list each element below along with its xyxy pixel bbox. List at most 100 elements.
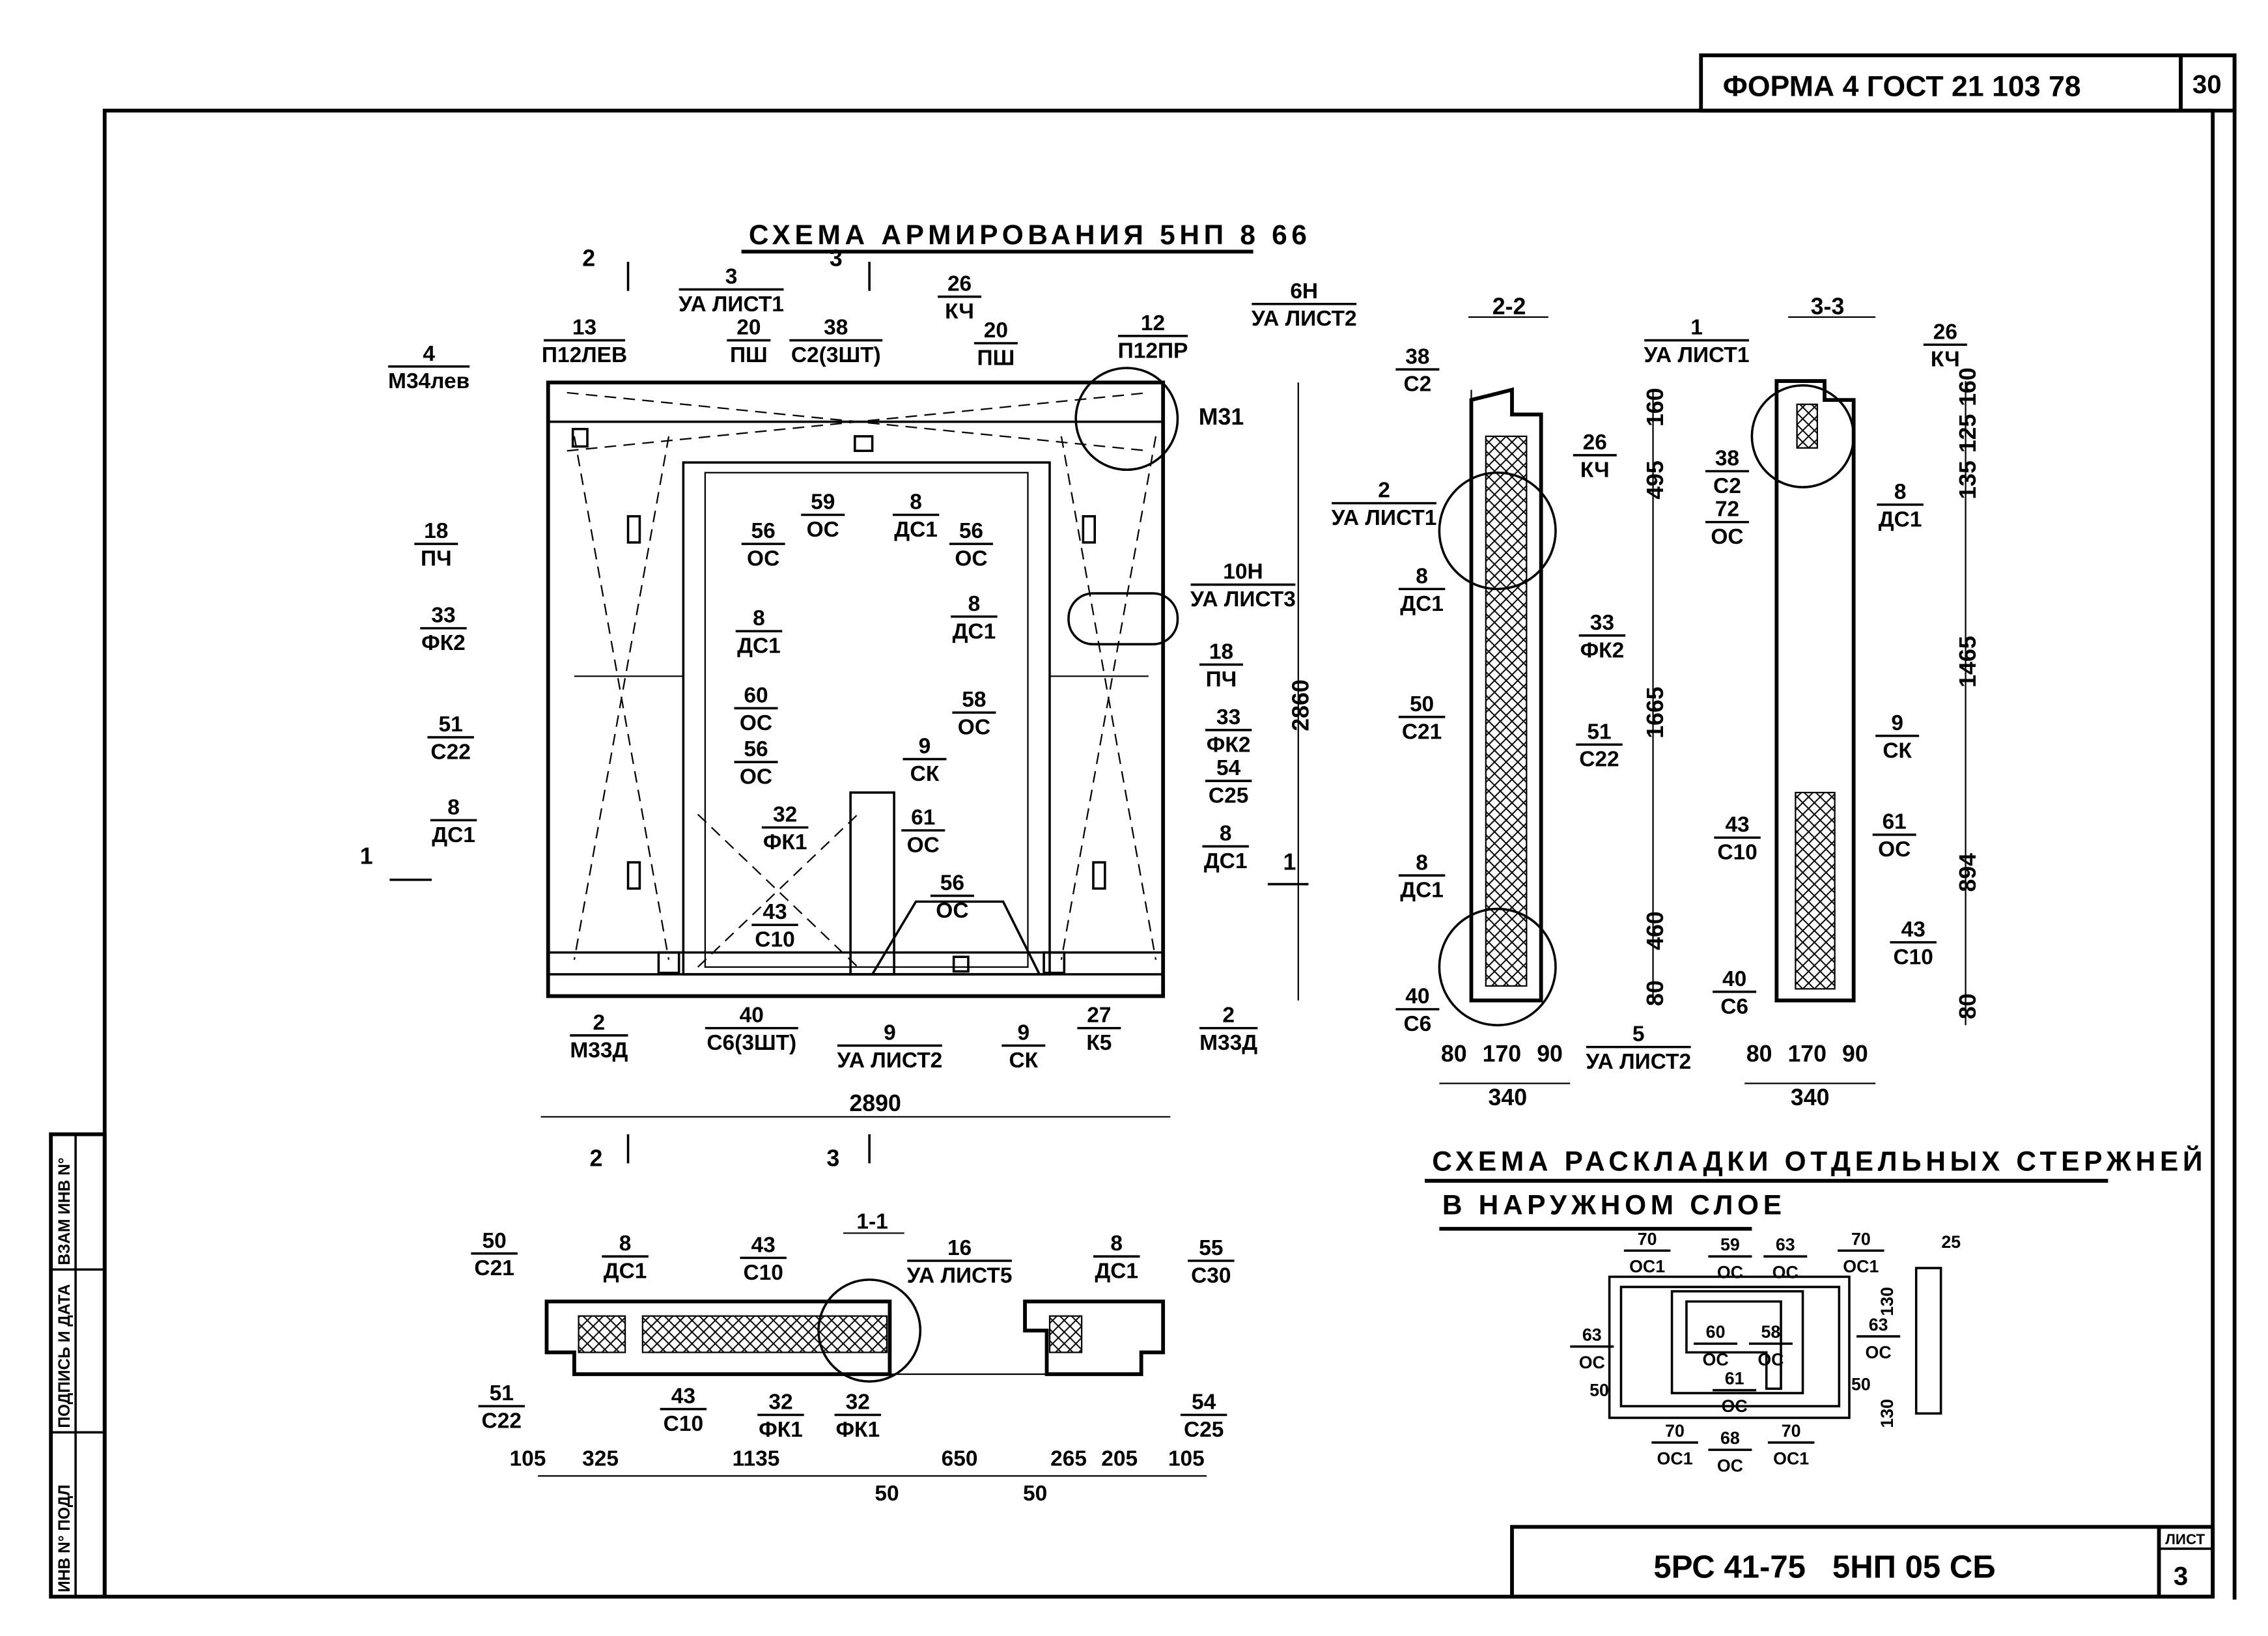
stamp-signature-date: ПОДПИСЬ И ДАТА <box>56 1284 74 1428</box>
form-standard: ФОРМА 4 ГОСТ 21 103 78 <box>1723 70 2081 102</box>
callout-mark-code: ФК1 <box>835 1418 880 1442</box>
callout-mark-code: С2 <box>1713 474 1741 498</box>
callout-position-number: 8 <box>968 592 981 616</box>
callout-position-number: 8 <box>1894 480 1907 504</box>
callout-mark-code: ДС1 <box>604 1260 647 1284</box>
callout-mark-code: ДС1 <box>1400 592 1444 616</box>
dimension-text: 650 <box>942 1447 978 1471</box>
dimension-text: 80 <box>1955 993 1981 1019</box>
callout-position-number: 70 <box>1638 1229 1657 1248</box>
stamp-replaces-inv: ВЗАМ ИНВ N° <box>56 1157 74 1265</box>
callout-position-number: 38 <box>824 316 848 340</box>
callout-mark-code: УА ЛИСТ1 <box>679 292 784 317</box>
main-view-title: СХЕМА АРМИРОВАНИЯ 5НП 8 66 <box>749 219 1311 250</box>
callout-mark-code: ОС <box>1757 1350 1784 1370</box>
callout-label: 5УА ЛИСТ2 <box>1586 1022 1691 1074</box>
callout-mark-code: ФК2 <box>1207 733 1251 757</box>
callout-position-number: 16 <box>947 1236 972 1260</box>
callout-mark-code: С2(3ШТ) <box>791 343 881 367</box>
callout-mark-code: С25 <box>1184 1418 1224 1442</box>
callout-mark-code: С2 <box>1403 373 1431 397</box>
callout-position-number: 3 <box>725 264 738 289</box>
callout-position-number: 6Н <box>1290 279 1318 303</box>
dimension-text: 205 <box>1101 1447 1138 1471</box>
dimension-text: 3-3 <box>1811 293 1845 319</box>
callout-position-number: 43 <box>671 1385 695 1409</box>
callout-position-number: 8 <box>1416 851 1428 875</box>
callout-position-number: 51 <box>490 1381 514 1405</box>
dimension-text: 1465 <box>1955 636 1981 687</box>
callout-mark-code: УА ЛИСТ2 <box>837 1049 943 1073</box>
callout-mark-code: С30 <box>1191 1263 1231 1288</box>
callout-position-number: 56 <box>959 519 983 543</box>
sheet-frame <box>102 58 2237 1600</box>
callout-position-number: 58 <box>962 688 986 712</box>
layout-scheme: СХЕМА РАСКЛАДКИ ОТДЕЛЬНЫХ СТЕРЖНЕЙ В НАР… <box>1425 1145 2207 1476</box>
dimension-text: 80 <box>1746 1041 1772 1067</box>
callout-position-number: 59 <box>811 490 835 515</box>
callout-mark-code: ОС <box>907 833 940 857</box>
callout-position-number: 9 <box>884 1021 896 1045</box>
callout-mark-code: СК <box>1883 739 1912 763</box>
callout-position-number: 56 <box>940 871 964 896</box>
callout-mark-code: С10 <box>664 1412 703 1436</box>
callout-mark-code: С10 <box>755 928 794 952</box>
callout-position-number: 8 <box>910 490 922 515</box>
callout-mark-code: СК <box>910 762 940 786</box>
callout-position-number: 8 <box>447 795 460 819</box>
callout-position-number: 32 <box>773 803 797 827</box>
callout-mark-code: КЧ <box>1580 458 1610 482</box>
callout-position-number: 9 <box>919 735 931 759</box>
callout-mark-code: ДС1 <box>1400 879 1444 903</box>
callout-mark-code: ОС <box>936 899 968 923</box>
callout-mark-code: ФК2 <box>1580 638 1625 662</box>
callout-position-number: 8 <box>1220 822 1232 846</box>
callout-position-number: 70 <box>1851 1229 1871 1248</box>
callout-position-number: 20 <box>984 318 1008 343</box>
callout-mark-code: СК <box>1009 1049 1039 1073</box>
callout-mark-code: ДС1 <box>737 634 781 658</box>
callout-mark-code: ОС <box>958 716 990 740</box>
dimension-text: 3 <box>830 246 843 272</box>
callout-position-number: 58 <box>1761 1322 1781 1342</box>
callout-mark-code: ОС <box>1717 1456 1743 1476</box>
callout-mark-code: ДС1 <box>1095 1260 1138 1284</box>
callout-mark-code: ПШ <box>977 346 1015 371</box>
dimension-text: 135 <box>1955 460 1981 500</box>
callout-position-number: 2 <box>1222 1004 1235 1028</box>
dimension-text: 50 <box>1023 1482 1047 1506</box>
callout-mark-code: П12ЛЕВ <box>542 343 627 367</box>
callout-label: 9 УА ЛИСТ2 <box>837 1021 943 1072</box>
page-number: 30 <box>2192 70 2222 99</box>
callout-position-number: 63 <box>1776 1235 1795 1254</box>
callout-mark-code: УА ЛИСТ2 <box>1252 307 1357 331</box>
callout-position-number: 38 <box>1715 447 1739 471</box>
scheme-title-line1: СХЕМА РАСКЛАДКИ ОТДЕЛЬНЫХ СТЕРЖНЕЙ <box>1432 1145 2207 1176</box>
